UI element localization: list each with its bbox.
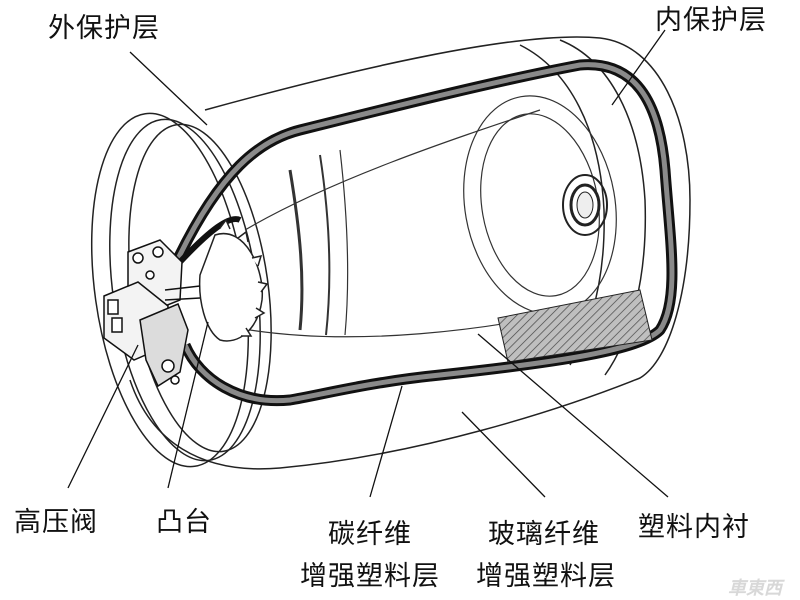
label-carbon-fiber-line1: 碳纤维 xyxy=(328,519,412,550)
leader-outer-protective xyxy=(129,51,208,126)
liner-port xyxy=(562,174,608,236)
label-glass-fiber-line1: 玻璃纤维 xyxy=(488,519,600,550)
label-inner-protective-layer: 内保护层 xyxy=(655,5,767,36)
boss-flange xyxy=(198,218,269,342)
watermark: 車東西 xyxy=(728,578,782,599)
high-pressure-valve xyxy=(103,239,201,388)
plastic-liner-body xyxy=(244,95,621,338)
glass-fiber-hatch xyxy=(497,289,653,363)
label-high-pressure-valve: 高压阀 xyxy=(14,507,98,538)
cut-layer xyxy=(170,59,678,407)
leader-carbon-fiber xyxy=(369,385,403,498)
leader-lines xyxy=(67,29,669,498)
leader-boss xyxy=(167,321,209,489)
label-plastic-liner: 塑料内衬 xyxy=(638,512,750,543)
leader-glass-fiber xyxy=(461,411,546,498)
leader-inner-protective xyxy=(611,29,666,106)
leader-plastic-liner xyxy=(477,333,669,498)
label-boss: 凸台 xyxy=(156,507,212,538)
label-carbon-fiber-line2: 增强塑料层 xyxy=(300,561,440,592)
label-glass-fiber-line2: 增强塑料层 xyxy=(476,561,616,592)
leader-valve xyxy=(67,344,139,489)
label-outer-protective-layer: 外保护层 xyxy=(48,13,160,44)
